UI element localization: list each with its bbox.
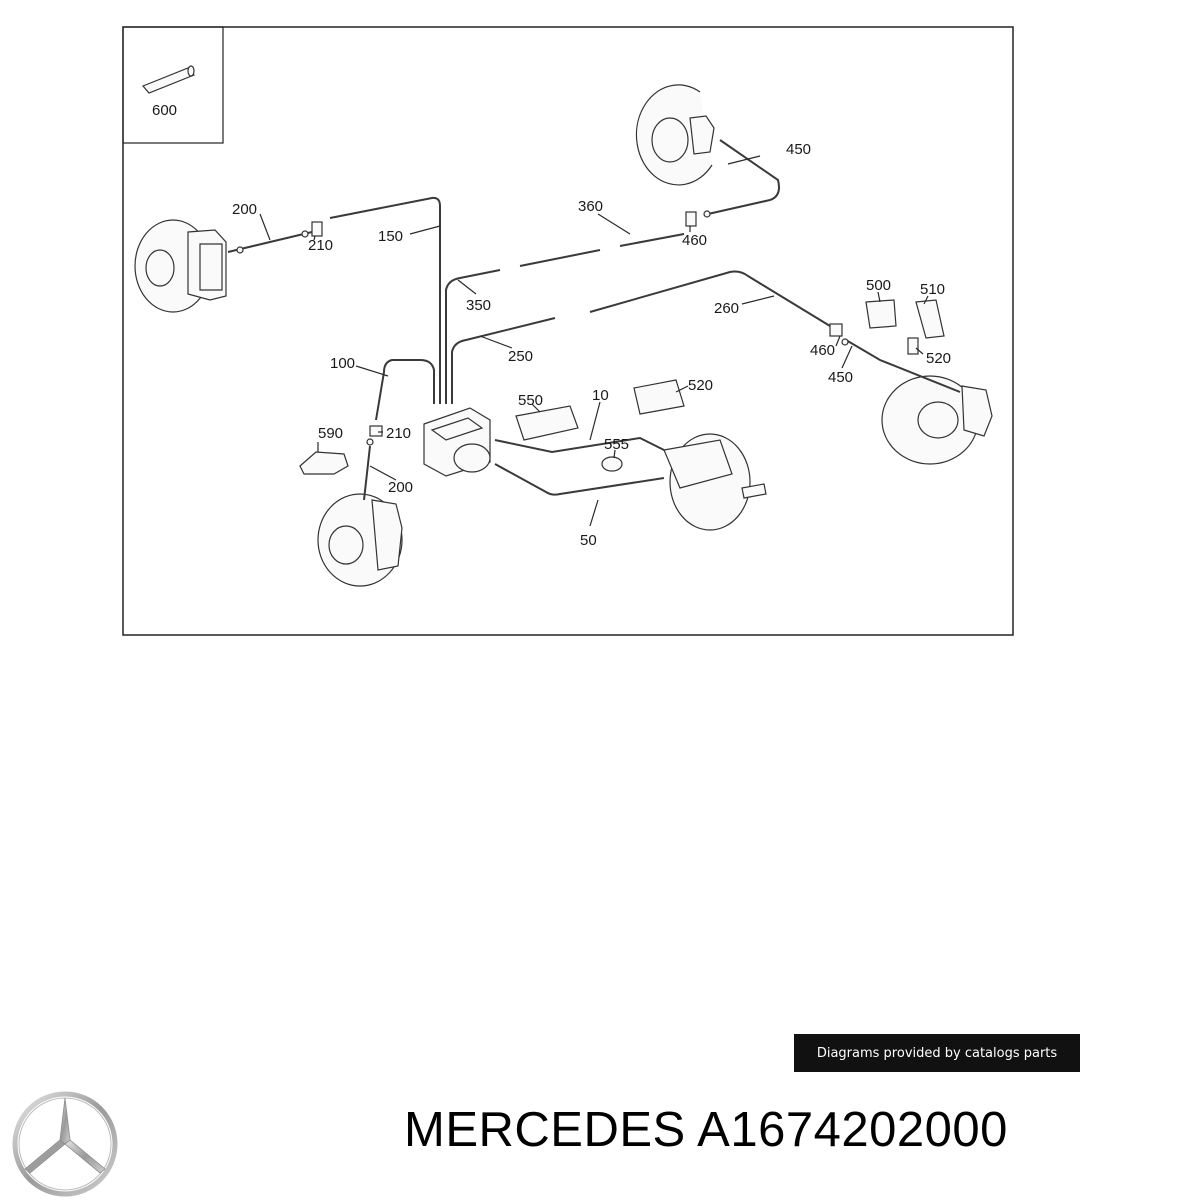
fittings [236, 210, 849, 446]
label-450-right: 450 [828, 369, 853, 386]
label-210-top: 210 [308, 237, 333, 254]
brake-line-diagram: 600 450 360 460 200 210 150 350 500 510 … [122, 26, 1014, 636]
mercedes-star-icon [12, 1091, 118, 1197]
clip-555 [601, 456, 623, 472]
label-520-right: 520 [926, 350, 951, 367]
callout-labels: 600 450 360 460 200 210 150 350 500 510 … [152, 102, 951, 549]
bolt-520-lower [907, 337, 919, 355]
brand-name: MERCEDES [404, 1103, 686, 1157]
label-260: 260 [714, 300, 739, 317]
diagrams-credit-banner: Diagrams provided by catalogs parts [794, 1034, 1080, 1072]
label-10: 10 [592, 387, 609, 404]
label-520-upper: 520 [688, 377, 713, 394]
abs-hydraulic-unit [423, 407, 491, 477]
label-200-lower: 200 [388, 479, 413, 496]
part-caption: MERCEDES A1674202000 [404, 1102, 1008, 1158]
label-550: 550 [518, 392, 543, 409]
label-210-lower: 210 [386, 425, 411, 442]
bracket-590 [299, 451, 349, 475]
brake-lines [227, 139, 961, 501]
part-number: A1674202000 [697, 1103, 1008, 1157]
front-left-brake-disc [134, 219, 227, 313]
label-360: 360 [578, 198, 603, 215]
label-555: 555 [604, 436, 629, 453]
label-50: 50 [580, 532, 597, 549]
connector-520-upper [633, 379, 685, 415]
label-100: 100 [330, 355, 355, 372]
label-250: 250 [508, 348, 533, 365]
rear-right-lower-brake-disc [881, 375, 993, 465]
bracket-500 [865, 299, 897, 329]
label-450-top: 450 [786, 141, 811, 158]
brake-booster [663, 433, 767, 531]
label-350: 350 [466, 297, 491, 314]
label-600: 600 [152, 102, 177, 119]
label-460-right: 460 [810, 342, 835, 359]
label-460-top: 460 [682, 232, 707, 249]
leader-lines [259, 155, 929, 527]
label-150: 150 [378, 228, 403, 245]
label-500: 500 [866, 277, 891, 294]
banner-text: Diagrams provided by catalogs parts [816, 1045, 1058, 1061]
inset-box-600 [122, 26, 224, 144]
label-200-top: 200 [232, 201, 257, 218]
part-600-sleeve [141, 65, 196, 94]
connector-550 [515, 405, 579, 441]
diagram-frame [122, 26, 1014, 636]
rear-right-top-brake-disc [635, 84, 715, 186]
label-510: 510 [920, 281, 945, 298]
front-right-brake-disc [317, 493, 403, 587]
bracket-510 [915, 299, 945, 339]
label-590: 590 [318, 425, 343, 442]
